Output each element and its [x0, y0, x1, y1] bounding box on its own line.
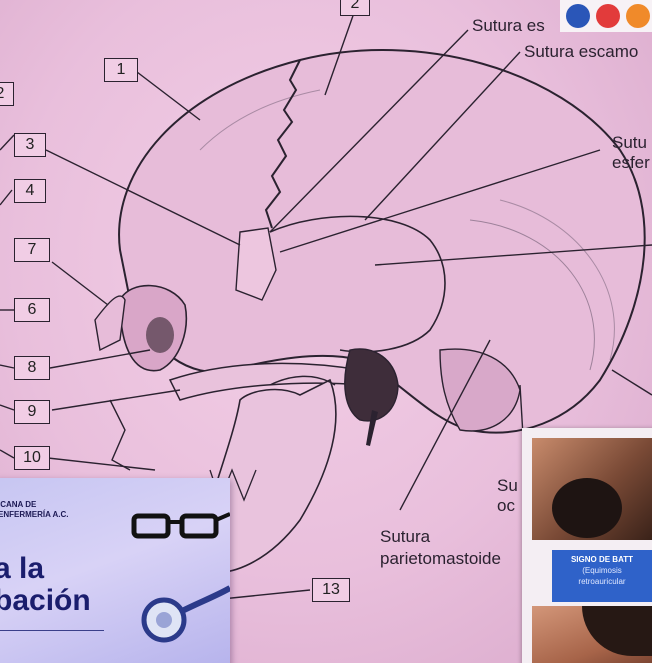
label-box-10: 10	[14, 446, 50, 470]
label-sutura-top: Sutura es	[472, 16, 545, 36]
stethoscope-icon	[140, 578, 230, 648]
label-box-3: 3	[14, 133, 46, 157]
caption-sub2: retroauricular	[552, 576, 652, 587]
label-sutura-occ-2: oc	[497, 496, 515, 516]
partner-logo	[626, 4, 650, 28]
promo-card: ICANA DE ENFERMERÍA A.C. a la bación	[0, 478, 230, 663]
card-divider	[0, 630, 104, 631]
ear-photo-2	[532, 606, 652, 663]
caption-title: SIGNO DE BATT	[552, 554, 652, 565]
label-box-2-top: 2	[340, 0, 370, 16]
label-box-13: 13	[312, 578, 350, 602]
card-title-line1: a la	[0, 552, 44, 586]
card-org: ICANA DE ENFERMERÍA A.C.	[0, 500, 69, 520]
label-box-7: 7	[14, 238, 50, 262]
ear-photo-1	[532, 438, 652, 540]
label-box-8: 8	[14, 356, 50, 380]
card-org-line1: ICANA DE	[0, 500, 69, 510]
card-title-line2: bación	[0, 584, 91, 618]
logo-strip	[560, 0, 652, 32]
label-sutura-esfeno-2: esfer	[612, 153, 650, 173]
label-box-6: 6	[14, 298, 50, 322]
battle-sign-caption: SIGNO DE BATT (Equimosis retroauricular	[552, 550, 652, 602]
label-box-4: 4	[14, 179, 46, 203]
label-sutura-escamosa: Sutura escamo	[524, 42, 638, 62]
label-sutura-parieto-2: parietomastoide	[380, 549, 501, 569]
label-sutura-occ-1: Su	[497, 476, 518, 496]
label-box-2-left: 2	[0, 82, 14, 106]
label-box-1: 1	[104, 58, 138, 82]
label-sutura-esfeno-1: Sutu	[612, 133, 647, 153]
label-box-9: 9	[14, 400, 50, 424]
glasses-icon	[130, 508, 230, 548]
battle-sign-panel: SIGNO DE BATT (Equimosis retroauricular	[522, 428, 652, 663]
grupo-logo	[596, 4, 620, 28]
caption-sub1: (Equimosis	[552, 565, 652, 576]
card-org-line2: ENFERMERÍA A.C.	[0, 510, 69, 520]
label-sutura-parieto-1: Sutura	[380, 527, 430, 547]
unam-logo	[566, 4, 590, 28]
